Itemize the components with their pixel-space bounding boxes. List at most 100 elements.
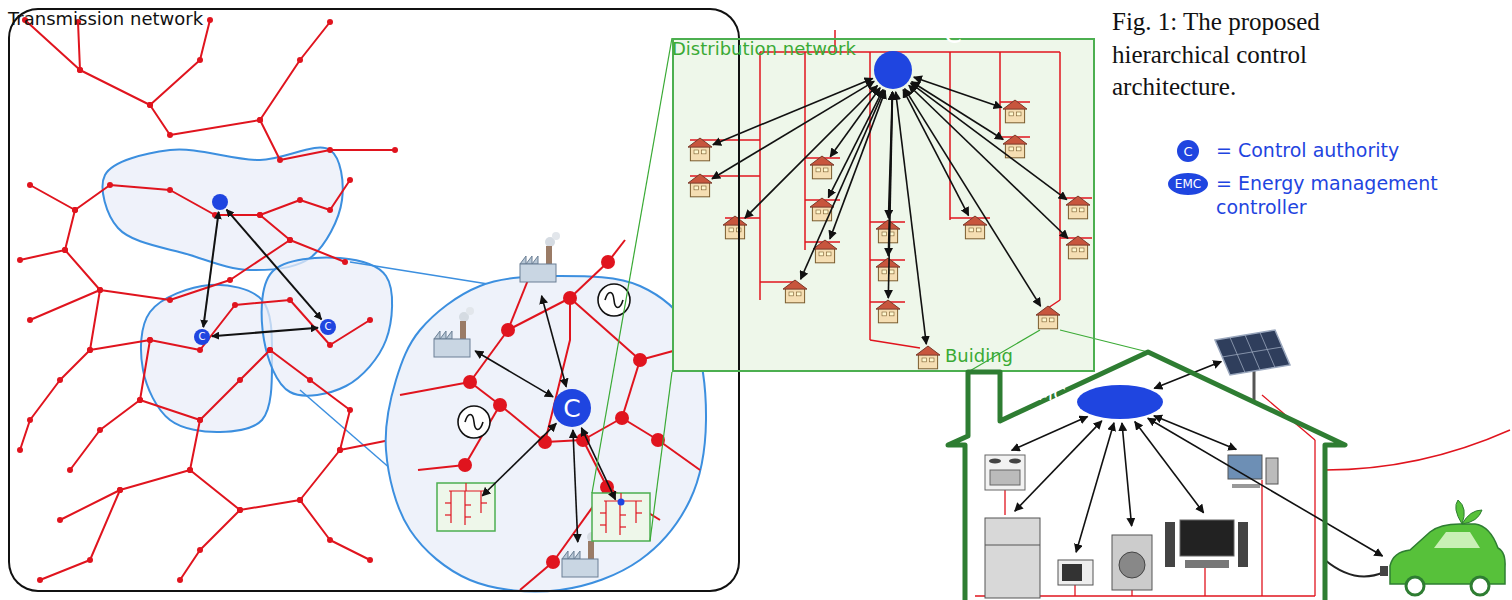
bus-dot [347, 407, 353, 413]
control-arrow [896, 92, 927, 344]
transmission-lines [17, 17, 398, 583]
transmission-line [80, 20, 210, 105]
bus-dot [27, 417, 33, 423]
car-window [1434, 532, 1480, 548]
house-window [819, 252, 823, 256]
transmission-line [260, 120, 395, 160]
bus-dot [117, 487, 123, 493]
house-window [729, 228, 733, 232]
transmission-line [508, 298, 570, 330]
feeder-line [869, 52, 871, 340]
zoom-line [350, 262, 488, 284]
factory-roof [434, 331, 452, 339]
feeder-line [760, 281, 795, 283]
transmission-line [400, 382, 470, 395]
house-roof [1066, 196, 1090, 205]
bus-dot [633, 353, 647, 367]
plug [1380, 566, 1388, 576]
control-authority: C [212, 194, 228, 210]
legend-row: EMC= Energy management controller [1168, 171, 1508, 220]
legend-sample: EMC [1168, 173, 1208, 195]
thumbnail-frame [592, 493, 650, 541]
bus-dot [147, 337, 153, 343]
feeder-line [481, 502, 487, 503]
control-arrow [905, 89, 1041, 306]
house-window [1080, 208, 1084, 212]
factory-stack [546, 246, 552, 264]
wheel [1406, 577, 1424, 595]
control-authority: C [553, 389, 591, 427]
control-arrow [1154, 416, 1236, 450]
bus-dot [87, 347, 93, 353]
bus-dot [97, 427, 103, 433]
feeder-line [465, 516, 471, 517]
feeder-line [600, 512, 606, 513]
bus-dot [87, 557, 93, 563]
bus-dot [167, 187, 173, 193]
house-roof [1003, 100, 1027, 109]
bus-dot [501, 323, 515, 337]
bus-dot [147, 102, 153, 108]
panel-grid [1222, 347, 1282, 357]
house-icon [810, 198, 834, 221]
house-roof [1003, 135, 1027, 144]
node-label: EMC [1026, 385, 1065, 403]
control-arrow [482, 423, 556, 495]
bus-dot [297, 497, 303, 503]
fridge [985, 518, 1040, 598]
house-window [890, 312, 894, 316]
panel-pole [1253, 370, 1256, 400]
house-window [702, 186, 706, 190]
legend-sample-label: EMC [1175, 178, 1201, 190]
microwave-door [1062, 564, 1082, 581]
bus-dot [337, 447, 343, 453]
bus-dot [493, 398, 507, 412]
burner [1009, 459, 1021, 464]
factory-icon [520, 232, 560, 282]
wheel [1471, 577, 1489, 595]
house-wall [725, 224, 744, 238]
house-window [694, 186, 698, 190]
control-arrow [801, 90, 884, 279]
electric-car [1325, 500, 1505, 595]
feeder-line [464, 491, 465, 525]
house-window [1072, 248, 1076, 252]
smoke [466, 307, 474, 315]
house-window [882, 270, 886, 274]
control-regions [103, 148, 393, 432]
house-wiring [1074, 585, 1075, 596]
bus-dot [257, 117, 263, 123]
house-window [969, 228, 973, 232]
bus-dot [327, 207, 333, 213]
bus-dot [187, 467, 193, 473]
transmission-line [418, 465, 465, 470]
generator-symbol [598, 284, 630, 316]
control-link [203, 212, 218, 327]
control-arrow [903, 90, 968, 216]
bus-dot [297, 197, 303, 203]
house-wall [785, 288, 804, 302]
charge-cord [1325, 560, 1384, 576]
control-authority: C [320, 319, 336, 335]
bus-dot [87, 347, 93, 353]
fridge-split [985, 545, 1040, 546]
control-arrow [1076, 423, 1114, 552]
factory-stack [588, 541, 594, 559]
bus-dot [538, 435, 552, 449]
factory-icon [434, 307, 474, 357]
power-line [1325, 430, 1510, 470]
control-arrow [888, 92, 892, 298]
house-window [1080, 248, 1084, 252]
house-roof [688, 174, 712, 183]
control-region [262, 257, 392, 395]
house-window [824, 210, 828, 214]
transmission-line [240, 350, 350, 510]
generator-ring [458, 406, 490, 438]
bus-dot [197, 417, 203, 423]
bus-dot [72, 207, 78, 213]
panel-fill [672, 38, 1095, 372]
bus-dot [392, 147, 398, 153]
washer [1112, 535, 1152, 590]
panel-title: Transmission network [8, 8, 203, 29]
